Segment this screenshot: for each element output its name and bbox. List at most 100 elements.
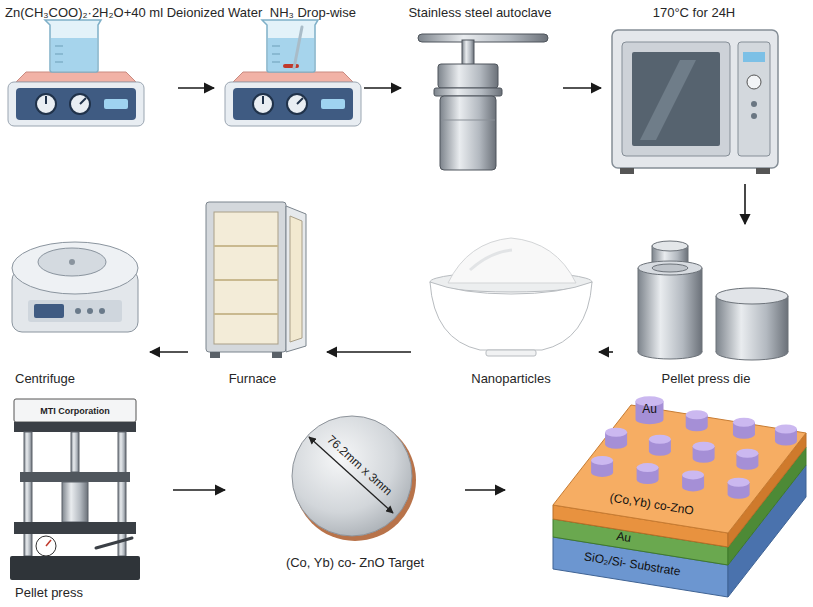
pellet-die xyxy=(638,241,788,360)
device-stack: (Co,Yb) co-ZnO AuSiO₂/Si- Substrate Au xyxy=(545,392,810,602)
hot-plate-beaker xyxy=(8,20,144,126)
electrode-pads xyxy=(637,463,659,472)
dimension-label: 76.2mm x 3mm xyxy=(324,433,395,499)
pellet-press xyxy=(36,536,56,556)
pellet-die xyxy=(716,296,717,352)
layer-label: (Co,Yb) co-ZnO xyxy=(604,491,698,519)
centrifuge xyxy=(87,308,93,314)
hot-plate xyxy=(225,72,361,126)
drying-oven xyxy=(612,30,778,174)
hot-plate xyxy=(8,72,144,126)
powder-bowl xyxy=(430,282,592,350)
process-step: Furnace xyxy=(190,195,315,366)
electrode-pads xyxy=(728,478,750,487)
powder-bowl xyxy=(448,238,576,283)
electrode-pads xyxy=(775,425,797,434)
pellet-press xyxy=(20,472,130,482)
flow-arrow xyxy=(364,87,401,89)
pellet-press xyxy=(24,432,32,556)
process-step: Nanoparticles xyxy=(425,228,597,366)
flow-arrow xyxy=(173,489,225,491)
autoclave xyxy=(418,34,548,170)
autoclave xyxy=(440,96,496,170)
layer-band: (Co,Yb) co-ZnO xyxy=(604,491,698,521)
drying-oven xyxy=(640,60,696,140)
electrode-pads xyxy=(591,396,797,499)
hot-plate-beaker xyxy=(225,20,361,126)
sputter-target xyxy=(292,416,416,541)
process-step: (Co, Yb) co- ZnO Target xyxy=(265,410,445,550)
furnace xyxy=(214,245,278,247)
drying-oven xyxy=(751,101,757,107)
furnace xyxy=(206,202,286,352)
beaker xyxy=(262,20,318,72)
step-label: Zn(CH₃COO)₂·2H₂O+40 ml Deionized Water xyxy=(5,6,262,21)
step-label: Furnace xyxy=(229,372,277,387)
step-label: Pellet press xyxy=(15,586,83,601)
dimension-line xyxy=(309,437,393,513)
powder-bowl xyxy=(486,350,536,356)
centrifuge xyxy=(28,300,122,322)
layer-label: Au xyxy=(611,529,636,546)
centrifuge xyxy=(12,242,138,294)
centrifuge xyxy=(12,242,138,332)
layer-band: Au xyxy=(610,529,635,548)
drying-oven xyxy=(738,42,770,156)
flow-arrow xyxy=(178,87,214,89)
drying-oven xyxy=(743,52,765,62)
pellet-press xyxy=(62,482,88,522)
electrode-pads xyxy=(736,449,758,458)
flow-arrow xyxy=(327,351,411,353)
autoclave xyxy=(462,40,474,66)
autoclave xyxy=(441,120,495,121)
furnace xyxy=(206,202,306,358)
pellet-die xyxy=(638,261,702,275)
pellet-press xyxy=(14,522,136,534)
flow-arrow xyxy=(563,87,601,89)
process-step: Pellet press die xyxy=(615,228,797,366)
flow-arrow xyxy=(465,489,505,491)
step-label: NH₃ Drop-wise xyxy=(270,6,356,21)
pellet-press xyxy=(10,556,140,580)
centrifuge xyxy=(99,308,105,314)
electrode-pads xyxy=(591,456,613,465)
step-label: Centrifuge xyxy=(15,372,75,387)
step-label: Nanoparticles xyxy=(471,372,551,387)
centrifuge xyxy=(75,308,81,314)
autoclave xyxy=(434,88,502,96)
powder-bowl xyxy=(430,238,592,356)
pellet-press xyxy=(14,399,136,422)
furnace xyxy=(272,352,282,358)
stir-bar xyxy=(283,64,299,68)
electrode-pads xyxy=(733,418,755,427)
drying-oven xyxy=(622,42,730,156)
layer-band: SiO₂/Si- Substrate xyxy=(578,549,685,582)
pellet-die xyxy=(652,241,688,251)
pellet-die xyxy=(716,288,788,304)
pellet-die xyxy=(638,268,639,352)
furnace xyxy=(290,216,302,342)
furnace xyxy=(214,212,278,344)
centrifuge xyxy=(38,248,106,276)
powder-bowl xyxy=(470,250,512,270)
sputter-target xyxy=(292,416,412,536)
connector-group xyxy=(150,88,745,490)
centrifuge xyxy=(69,259,75,265)
pad-label: Au xyxy=(642,403,657,416)
process-step: Pellet press xyxy=(3,395,153,583)
pellet-press xyxy=(96,538,132,548)
pellet-die xyxy=(638,268,702,352)
pellet-die xyxy=(652,264,688,272)
step-label: (Co, Yb) co- ZnO Target xyxy=(286,556,424,571)
step-label: Stainless steel autoclave xyxy=(408,6,551,21)
pellet-press xyxy=(118,432,126,556)
flow-arrow xyxy=(744,184,746,224)
device-stack xyxy=(553,405,806,597)
pellet-die xyxy=(788,296,789,352)
process-step: 170°C for 24H xyxy=(605,24,783,178)
flow-arrow xyxy=(150,351,188,353)
furnace xyxy=(214,313,278,315)
furnace xyxy=(210,352,220,358)
pellet-press xyxy=(10,399,140,580)
drying-oven xyxy=(612,30,778,168)
